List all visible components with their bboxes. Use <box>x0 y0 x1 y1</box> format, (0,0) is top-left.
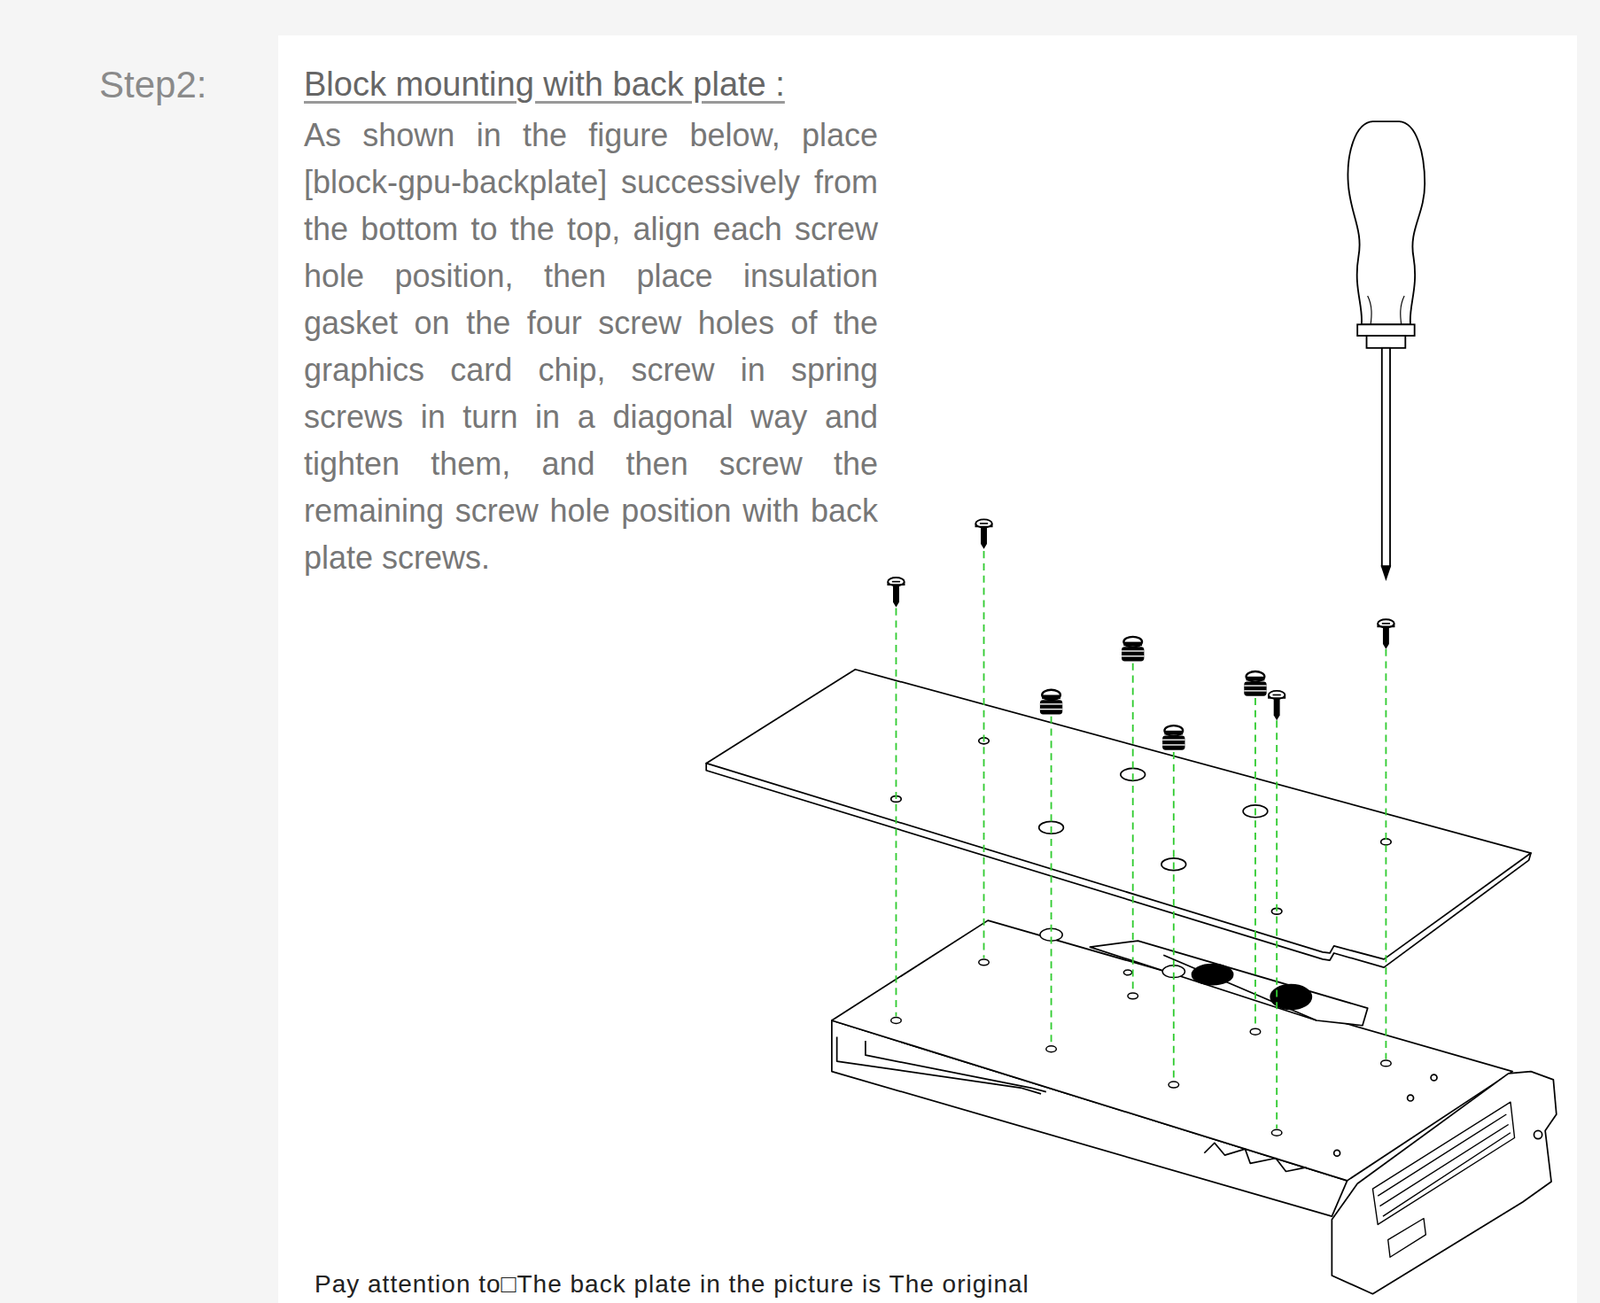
card-top <box>831 920 1513 1181</box>
plate-screw <box>887 577 904 607</box>
alignment-line <box>1050 716 1053 1046</box>
alignment-line <box>1275 720 1278 1129</box>
io-ports <box>1372 1102 1515 1258</box>
screw-hole <box>1123 970 1132 976</box>
instruction-text: As shown in the figure below, place [blo… <box>303 111 878 582</box>
alignment-line <box>895 608 898 1018</box>
note-text: Pay attention to□The back plate in the p… <box>314 1270 1030 1299</box>
alignment-line <box>1172 752 1175 1081</box>
plate-screw <box>1268 691 1285 721</box>
card-dot <box>1334 1149 1341 1157</box>
screw-hole <box>1046 1046 1057 1053</box>
spring-screw <box>1121 636 1144 662</box>
screwdriver-handle <box>1347 121 1425 325</box>
step-number: Step2: <box>99 63 207 107</box>
card-dot <box>1407 1095 1414 1102</box>
screwdriver-shaft <box>1382 348 1391 567</box>
gpu-port <box>1192 964 1234 986</box>
screwdriver-ferrule <box>1366 335 1406 349</box>
screws <box>887 519 1394 750</box>
alignment-lines <box>895 551 1386 1129</box>
card-holes <box>891 928 1391 1136</box>
alignment-line <box>1132 663 1134 993</box>
screw-hole <box>1127 993 1139 1000</box>
illustration-group <box>706 121 1557 1295</box>
screwdriver <box>1347 121 1425 579</box>
alignment-line <box>1384 649 1387 1060</box>
mount-hole <box>1533 1130 1542 1139</box>
spring-screw <box>1243 671 1267 697</box>
screw-hole <box>1250 1028 1261 1035</box>
alignment-line <box>983 551 986 959</box>
screw-hole <box>978 959 990 966</box>
screw-hole <box>891 1017 902 1025</box>
screwdriver-collar <box>1357 324 1415 336</box>
card-dot <box>1430 1074 1437 1081</box>
pcb-edge <box>837 1036 1047 1095</box>
alignment-line <box>1254 698 1257 1028</box>
graphics-card <box>831 920 1557 1295</box>
plate-screw <box>1377 619 1394 649</box>
io-bracket <box>1331 1071 1556 1295</box>
screw-hole <box>1381 1060 1392 1067</box>
screw-hole <box>1168 1081 1180 1088</box>
screw-hole <box>1271 1129 1282 1136</box>
spring-screw <box>1162 725 1185 751</box>
plate-top <box>706 669 1531 960</box>
plate-screw <box>975 519 992 549</box>
spring-screw <box>1040 690 1063 715</box>
section-title: Block mounting with back plate : <box>303 65 785 104</box>
gpu-block-edge <box>1163 955 1317 1021</box>
back-plate <box>706 669 1531 968</box>
handle-groove <box>1367 295 1405 325</box>
card-lower-edge <box>1203 1142 1306 1172</box>
screwdriver-tip <box>1382 566 1391 579</box>
